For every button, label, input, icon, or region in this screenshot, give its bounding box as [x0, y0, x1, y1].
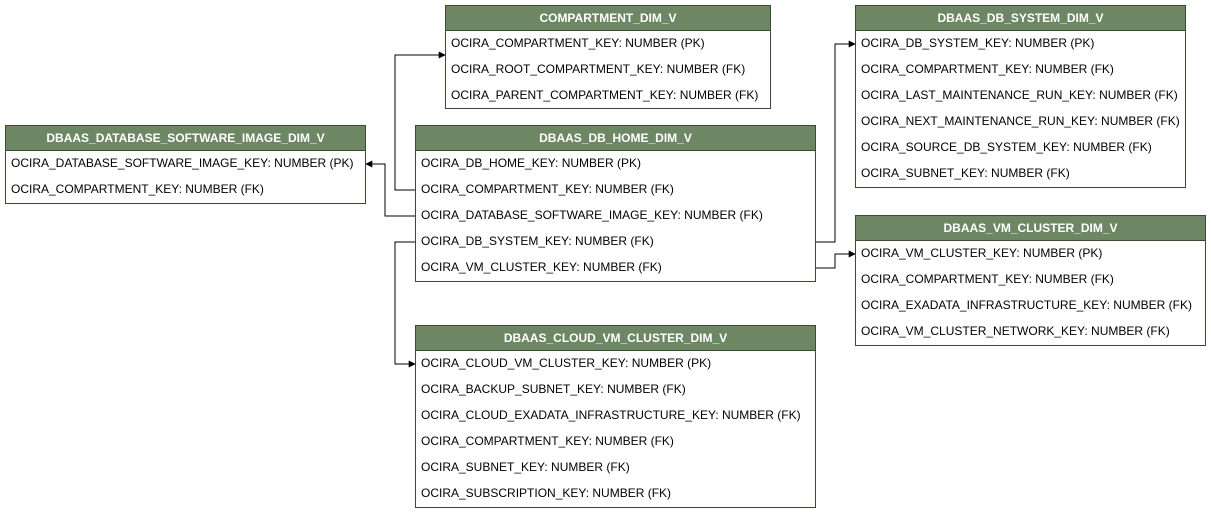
entity-title: COMPARTMENT_DIM_V: [446, 6, 770, 31]
entity-title: DBAAS_DB_SYSTEM_DIM_V: [856, 6, 1185, 31]
column-row: OCIRA_DATABASE_SOFTWARE_IMAGE_KEY: NUMBE…: [421, 208, 763, 222]
entity-dbaas-db-home-dim-v[interactable]: DBAAS_DB_HOME_DIM_V OCIRA_DB_HOME_KEY: N…: [415, 125, 816, 282]
column-row: OCIRA_NEXT_MAINTENANCE_RUN_KEY: NUMBER (…: [861, 114, 1180, 128]
column-row: OCIRA_PARENT_COMPARTMENT_KEY: NUMBER (FK…: [451, 88, 759, 102]
entity-dbaas-vm-cluster-dim-v[interactable]: DBAAS_VM_CLUSTER_DIM_V OCIRA_VM_CLUSTER_…: [855, 215, 1206, 346]
column-row: OCIRA_CLOUD_EXADATA_INFRASTRUCTURE_KEY: …: [421, 408, 801, 422]
column-row: OCIRA_LAST_MAINTENANCE_RUN_KEY: NUMBER (…: [861, 88, 1178, 102]
entity-columns: OCIRA_CLOUD_VM_CLUSTER_KEY: NUMBER (PK) …: [416, 351, 815, 506]
column-row: OCIRA_SUBNET_KEY: NUMBER (FK): [421, 460, 630, 474]
connector-db-home-to-cloud-vm-cluster: [394, 241, 416, 368]
entity-dbaas-db-system-dim-v[interactable]: DBAAS_DB_SYSTEM_DIM_V OCIRA_DB_SYSTEM_KE…: [855, 5, 1186, 188]
connector-db-home-to-vm-cluster: [816, 250, 856, 269]
entity-dbaas-database-software-image-dim-v[interactable]: DBAAS_DATABASE_SOFTWARE_IMAGE_DIM_V OCIR…: [5, 125, 366, 204]
entity-compartment-dim-v[interactable]: COMPARTMENT_DIM_V OCIRA_COMPARTMENT_KEY:…: [445, 5, 771, 109]
column-row: OCIRA_BACKUP_SUBNET_KEY: NUMBER (FK): [421, 382, 686, 396]
entity-columns: OCIRA_DATABASE_SOFTWARE_IMAGE_KEY: NUMBE…: [6, 151, 365, 202]
entity-title: DBAAS_VM_CLUSTER_DIM_V: [856, 216, 1205, 241]
connector-db-home-to-db-system: [816, 40, 856, 243]
entity-columns: OCIRA_DB_HOME_KEY: NUMBER (PK) OCIRA_COM…: [416, 151, 815, 280]
entity-columns: OCIRA_COMPARTMENT_KEY: NUMBER (PK) OCIRA…: [446, 31, 770, 108]
column-row: OCIRA_SUBSCRIPTION_KEY: NUMBER (FK): [421, 486, 672, 500]
entity-title: DBAAS_DB_HOME_DIM_V: [416, 126, 815, 151]
column-row: OCIRA_VM_CLUSTER_KEY: NUMBER (FK): [421, 260, 662, 274]
column-row: OCIRA_DATABASE_SOFTWARE_IMAGE_KEY: NUMBE…: [11, 156, 354, 170]
column-row: OCIRA_VM_CLUSTER_NETWORK_KEY: NUMBER (FK…: [861, 324, 1170, 338]
entity-columns: OCIRA_VM_CLUSTER_KEY: NUMBER (PK) OCIRA_…: [856, 241, 1205, 344]
column-row: OCIRA_ROOT_COMPARTMENT_KEY: NUMBER (FK): [451, 62, 746, 76]
column-row: OCIRA_CLOUD_VM_CLUSTER_KEY: NUMBER (PK): [421, 356, 712, 370]
column-row: OCIRA_DB_SYSTEM_KEY: NUMBER (PK): [861, 36, 1095, 50]
column-row: OCIRA_COMPARTMENT_KEY: NUMBER (FK): [861, 62, 1114, 76]
column-row: OCIRA_COMPARTMENT_KEY: NUMBER (PK): [451, 36, 705, 50]
entity-title: DBAAS_DATABASE_SOFTWARE_IMAGE_DIM_V: [6, 126, 365, 151]
column-row: OCIRA_COMPARTMENT_KEY: NUMBER (FK): [421, 182, 674, 196]
column-row: OCIRA_COMPARTMENT_KEY: NUMBER (FK): [421, 434, 674, 448]
column-row: OCIRA_VM_CLUSTER_KEY: NUMBER (PK): [861, 246, 1103, 260]
column-row: OCIRA_COMPARTMENT_KEY: NUMBER (FK): [861, 272, 1114, 286]
entity-columns: OCIRA_DB_SYSTEM_KEY: NUMBER (PK) OCIRA_C…: [856, 31, 1185, 186]
column-row: OCIRA_DB_SYSTEM_KEY: NUMBER (FK): [421, 234, 654, 248]
entity-dbaas-cloud-vm-cluster-dim-v[interactable]: DBAAS_CLOUD_VM_CLUSTER_DIM_V OCIRA_CLOUD…: [415, 325, 816, 508]
entity-title: DBAAS_CLOUD_VM_CLUSTER_DIM_V: [416, 326, 815, 351]
column-row: OCIRA_SOURCE_DB_SYSTEM_KEY: NUMBER (FK): [861, 140, 1152, 154]
column-row: OCIRA_EXADATA_INFRASTRUCTURE_KEY: NUMBER…: [861, 298, 1192, 312]
column-row: OCIRA_COMPARTMENT_KEY: NUMBER (FK): [11, 182, 264, 196]
column-row: OCIRA_SUBNET_KEY: NUMBER (FK): [861, 166, 1070, 180]
column-row: OCIRA_DB_HOME_KEY: NUMBER (PK): [421, 156, 642, 170]
connector-db-home-to-software-image: [365, 160, 415, 217]
